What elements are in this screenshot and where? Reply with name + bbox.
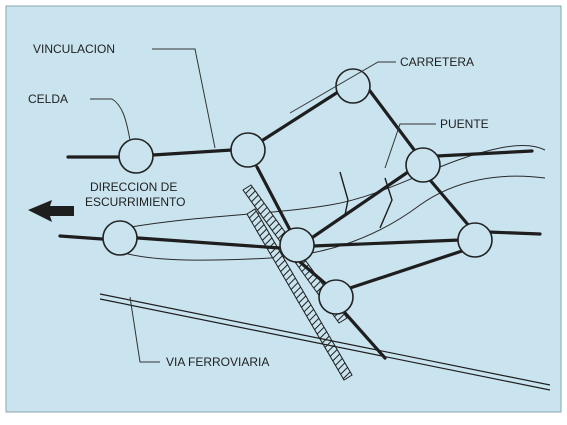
cell-c	[335, 68, 371, 104]
link	[486, 230, 542, 236]
link	[58, 234, 104, 241]
leader-puente	[384, 123, 436, 169]
cell-g	[457, 222, 493, 258]
cell-e	[102, 220, 138, 256]
label-direccion-2: ESCURRIMIENTO	[85, 195, 185, 209]
link	[343, 311, 387, 360]
label-puente: PUENTE	[440, 117, 489, 131]
link	[348, 248, 467, 290]
label-celda: CELDA	[28, 92, 68, 106]
link	[435, 149, 534, 158]
link	[311, 238, 462, 248]
label-direccion-1: DIRECCION DE	[90, 180, 177, 194]
label-vinculacion: VINCULACION	[33, 42, 115, 56]
link	[311, 170, 410, 239]
leader-via	[129, 296, 160, 363]
flow-arrow-icon	[28, 200, 74, 222]
cell-h	[318, 279, 354, 315]
link	[368, 89, 420, 157]
diagram-background	[5, 5, 562, 413]
leader-vinculacion	[152, 48, 216, 149]
label-via-ferroviaria: VIA FERROVIARIA	[166, 355, 269, 369]
bridge-mark-2	[379, 177, 393, 229]
links	[58, 89, 542, 360]
road-carretera	[246, 208, 353, 381]
cell-a	[118, 138, 154, 174]
label-carretera: CARRETERA	[400, 55, 474, 69]
link	[298, 260, 329, 287]
stream-upper-bank	[124, 145, 546, 229]
link	[428, 178, 472, 229]
link	[261, 90, 340, 142]
bridge-mark	[339, 171, 349, 216]
cell-d	[405, 147, 441, 183]
leader-carretera	[289, 61, 396, 114]
cell-b	[230, 132, 266, 168]
leader-celda	[90, 98, 131, 141]
railway-rail-1	[99, 293, 551, 386]
link	[255, 165, 292, 232]
link	[151, 148, 234, 157]
railway-rail-2	[99, 298, 551, 391]
link	[136, 236, 282, 250]
cell-f	[279, 227, 315, 263]
